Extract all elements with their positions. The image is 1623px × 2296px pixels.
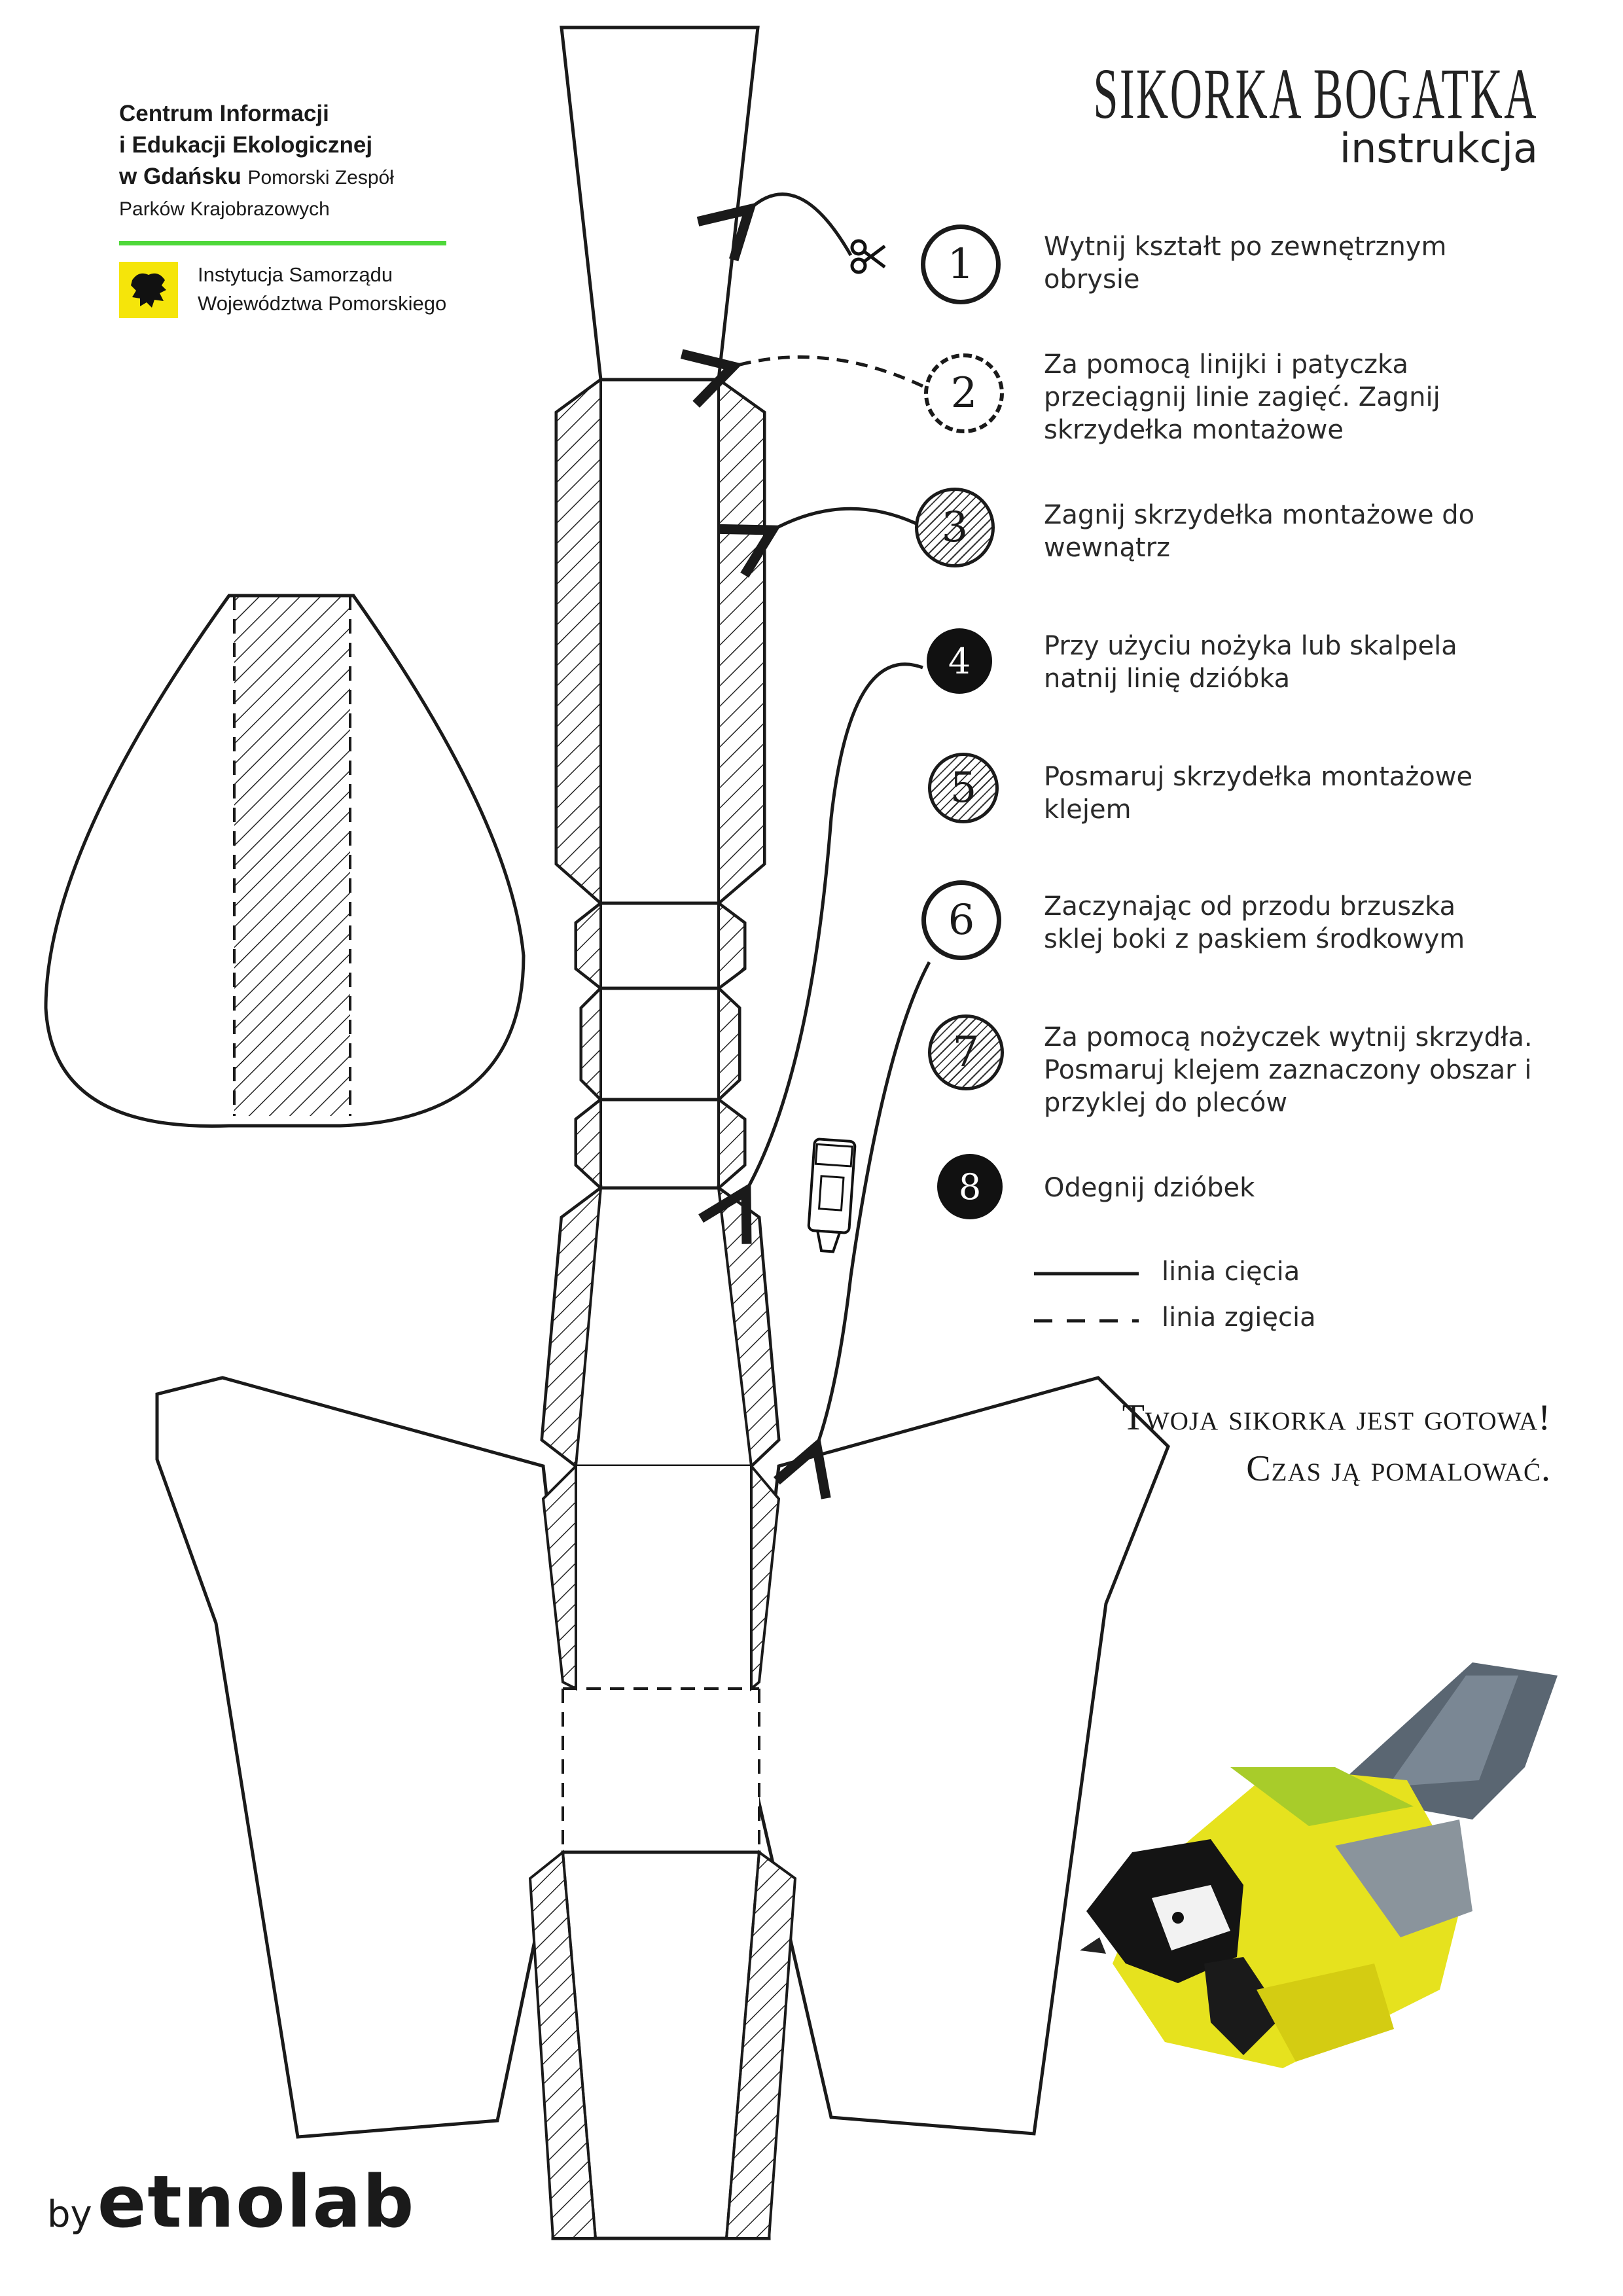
step-1-text: Wytnij kształt po zewnętrznym obrysie xyxy=(1044,232,1447,295)
step-5-text: Posmaruj skrzydełka montażowe klejem xyxy=(1044,762,1473,825)
step-4-text: Przy użyciu nożyka lub skalpela natnij l… xyxy=(1044,631,1457,694)
page-title: SIKORKA BOGATKA xyxy=(1093,54,1538,134)
step-3-text: Zagnij skrzydełka montażowe do wewnątrz xyxy=(1044,500,1475,563)
crest-icon xyxy=(119,262,178,318)
lower-body-section xyxy=(528,1850,797,2240)
tail-piece xyxy=(560,26,760,382)
inst-line-2: Województwa Pomorskiego xyxy=(198,292,447,315)
green-divider xyxy=(119,241,446,245)
upper-body-section xyxy=(554,377,766,906)
arrow-step-3 xyxy=(719,507,918,578)
glue-tube-icon xyxy=(807,1138,857,1253)
institution-label: Instytucja Samorządu Województwa Pomorsk… xyxy=(198,260,446,318)
step-2-badge: 2 xyxy=(924,353,1004,433)
org-line-3-small: Pomorski Zespół xyxy=(247,167,394,188)
org-line-3: w Gdańsku xyxy=(119,164,241,189)
brand-logo: by etnolab xyxy=(47,2160,415,2244)
arrow-step-2 xyxy=(680,349,924,408)
step-4-badge: 4 xyxy=(927,628,992,694)
step-6-badge: 6 xyxy=(921,880,1001,960)
chest-section xyxy=(540,1185,781,1469)
org-name: Centrum Informacji i Edukacji Ekologiczn… xyxy=(119,98,394,225)
step-1-badge: 1 xyxy=(921,224,1001,304)
ready-line-1: Twoja sikorka jest gotowa! xyxy=(1122,1397,1551,1438)
arrow-step-4 xyxy=(698,662,923,1244)
inst-line-1: Instytucja Samorządu xyxy=(198,263,393,286)
bird-illustration xyxy=(1080,1662,1558,2068)
arrow-step-1 xyxy=(696,192,853,262)
legend-cut-label: linia cięcia xyxy=(1162,1257,1300,1287)
wing-cutout-piece xyxy=(44,594,526,1128)
step-7-text: Za pomocą nożyczek wytnij skrzydła. Posm… xyxy=(1044,1022,1533,1118)
brand-name: etnolab xyxy=(97,2160,416,2244)
step-2-text: Za pomocą linijki i patyczka przeciągnij… xyxy=(1044,350,1440,445)
ready-line-2: Czas ją pomalować. xyxy=(1246,1448,1551,1489)
step-8-text: Odegnij dzióbek xyxy=(1044,1173,1255,1203)
arrow-step-6 xyxy=(773,961,931,1499)
step-3-badge: 3 xyxy=(915,488,995,567)
org-line-4: Parków Krajobrazowych xyxy=(119,198,330,220)
legend-fold-label: linia zgięcia xyxy=(1162,1302,1316,1333)
org-line-2: i Edukacji Ekologicznej xyxy=(119,132,373,158)
org-line-1: Centrum Informacji xyxy=(119,101,329,126)
step-8-badge: 8 xyxy=(937,1154,1003,1219)
page-subtitle: instrukcja xyxy=(1339,124,1538,172)
brand-by: by xyxy=(47,2193,92,2236)
step-5-badge: 5 xyxy=(928,753,999,823)
step-6-text: Zaczynając od przodu brzuszka sklej boki… xyxy=(1044,891,1465,954)
neck-segments xyxy=(574,900,747,1225)
step-7-badge: 7 xyxy=(928,1014,1004,1090)
scissors-icon xyxy=(850,239,886,274)
